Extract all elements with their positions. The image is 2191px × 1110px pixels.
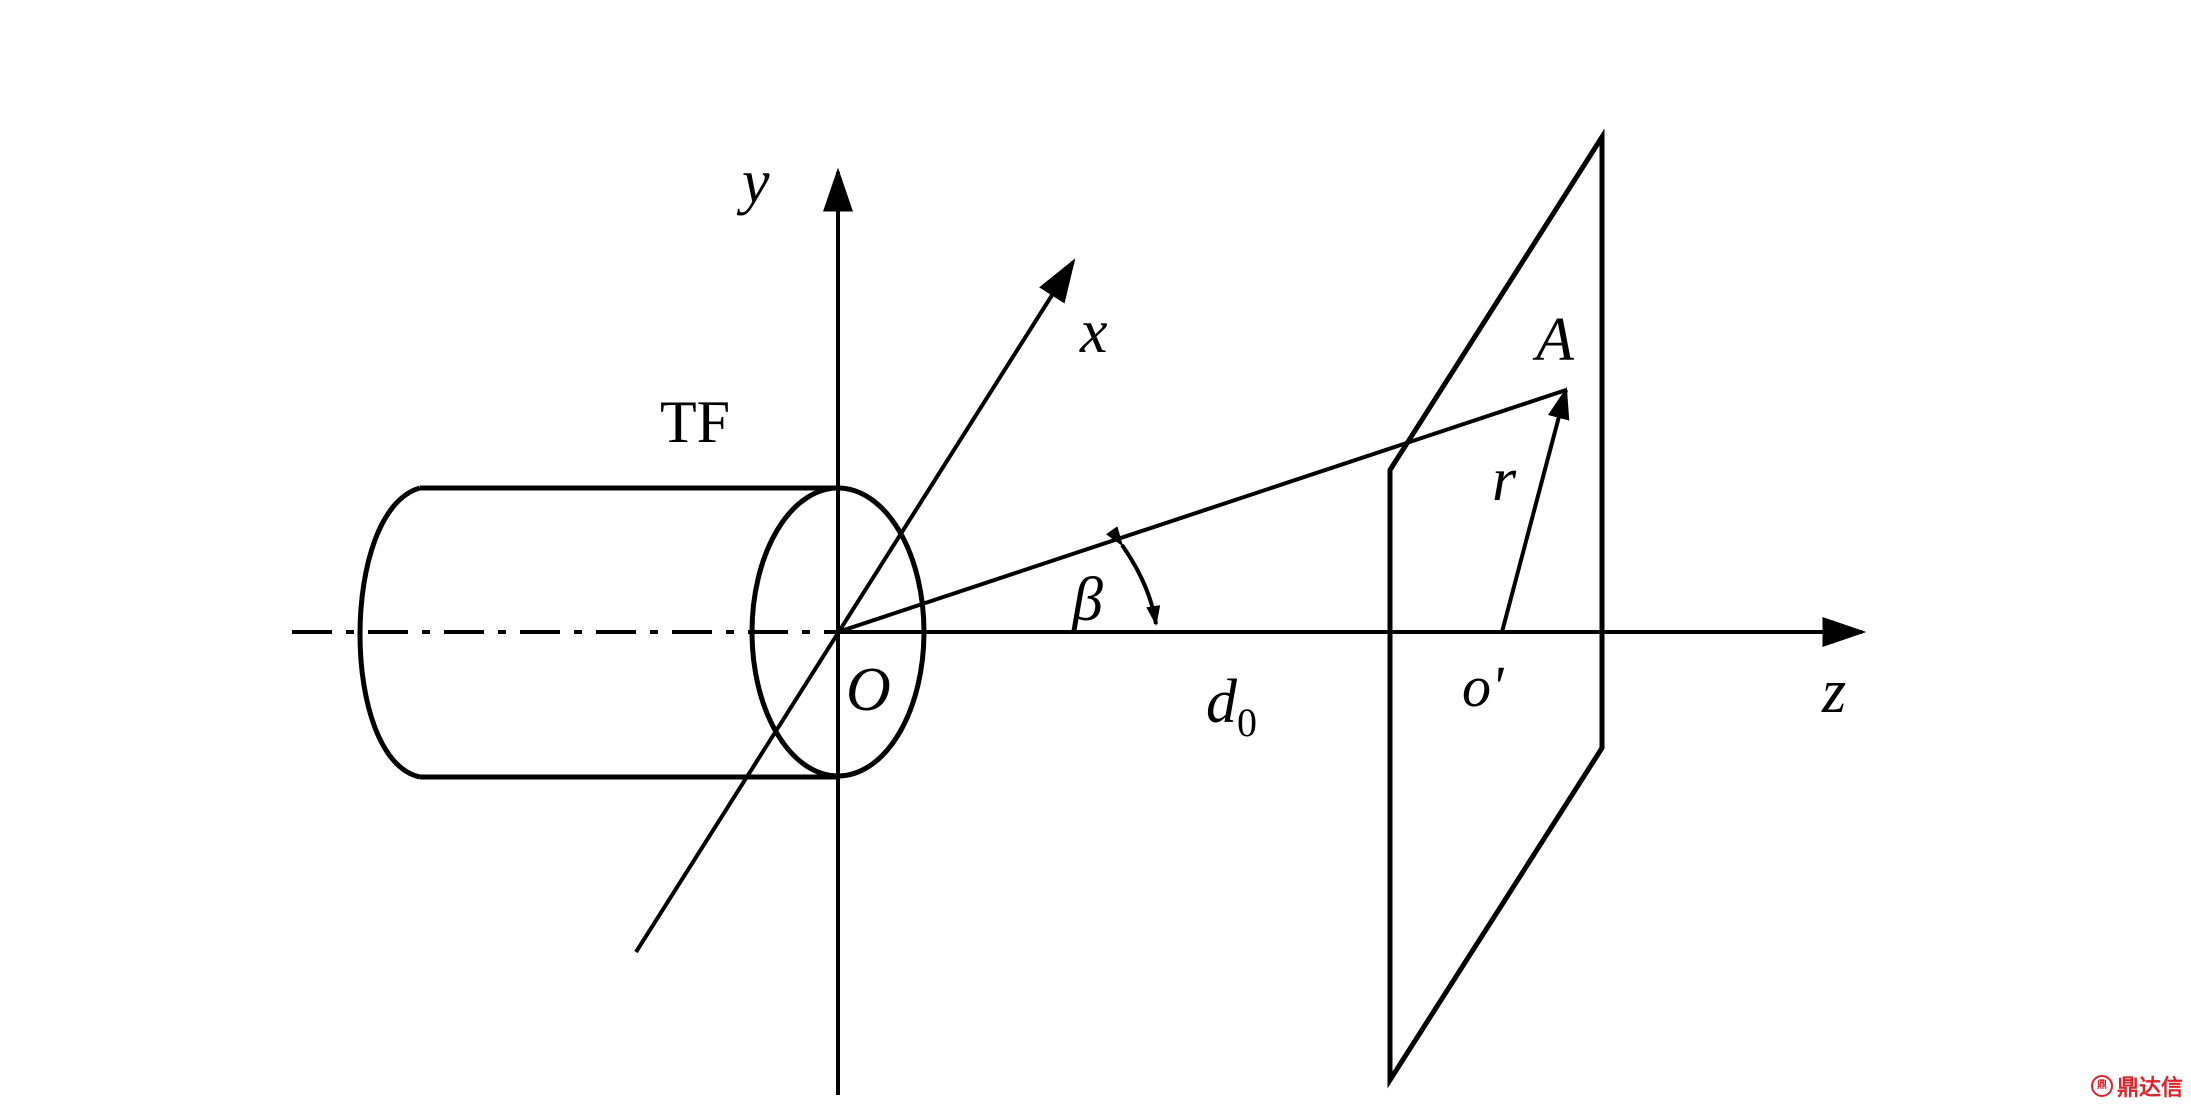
- ray-to-point-a: [837, 388, 1567, 634]
- origin-label: O: [846, 656, 891, 724]
- watermark: 鼎 鼎达信: [2090, 1070, 2183, 1102]
- watermark-text: 鼎达信: [2116, 1076, 2183, 1101]
- z-axis-label: z: [1821, 658, 1846, 726]
- seal-icon: 鼎: [2090, 1075, 2113, 1097]
- distance-label-sub: 0: [1237, 700, 1257, 745]
- angle-label: β: [1071, 566, 1103, 634]
- point-a-label: A: [1532, 306, 1575, 374]
- distance-label: d0: [1206, 668, 1257, 745]
- y-axis-label: y: [736, 148, 770, 216]
- fiber-label: TF: [660, 389, 730, 455]
- radius-vector: [1500, 386, 1570, 633]
- screen-plane: [1387, 128, 1605, 1089]
- screen-center-label: o': [1462, 654, 1505, 719]
- radius-label: r: [1492, 446, 1517, 514]
- distance-label-main: d: [1206, 668, 1238, 736]
- angle-beta-arc: [1105, 526, 1161, 626]
- x-axis: [634, 258, 1076, 954]
- x-axis-label: x: [1079, 298, 1108, 366]
- cylinder-back-end: [357, 485, 421, 780]
